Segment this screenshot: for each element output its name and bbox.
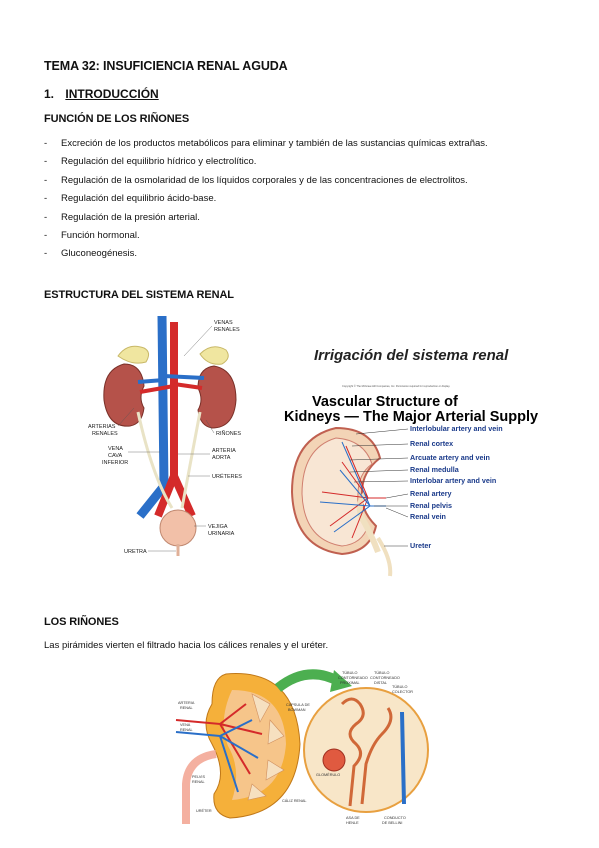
label-venas-renales: VENAS: [214, 320, 233, 326]
heading-line2: Kidneys — The Major Arterial Supply: [284, 409, 538, 425]
svg-text:CAVA: CAVA: [108, 453, 122, 459]
page-title: TEMA 32: INSUFICIENCIA RENAL AGUDA: [44, 59, 288, 73]
funcion-heading: FUNCIÓN DE LOS RIÑONES: [44, 113, 190, 125]
green-arrowhead: [330, 670, 352, 692]
svg-text:AORTA: AORTA: [212, 455, 231, 461]
renal-artery-left: [139, 384, 175, 394]
section-heading-introduccion: 1. INTRODUCCIÓN: [44, 87, 159, 101]
svg-text:CÁPSULA DE: CÁPSULA DE: [286, 703, 310, 707]
label-vejiga: VEJIGA: [208, 524, 228, 530]
nephron-circle: [303, 687, 429, 813]
label-interlobar: Interlobar artery and vein: [410, 476, 496, 485]
arterial-tree: [321, 445, 386, 539]
adrenal-gland-left: [117, 345, 150, 364]
svg-text:TÚBULO: TÚBULO: [374, 670, 389, 675]
heading-line1: Vascular Structure of: [312, 394, 458, 410]
svg-text:BOWMAN: BOWMAN: [288, 708, 306, 712]
svg-text:CÁLIZ RENAL: CÁLIZ RENAL: [282, 799, 306, 803]
venous-tree: [319, 441, 386, 533]
svg-text:RENAL: RENAL: [180, 706, 193, 710]
copyright-note: Copyright © The McGraw-Hill Companies, I…: [342, 384, 450, 388]
nephron-figure: ARTERIA RENAL VENA RENAL PELVIS RENAL UR…: [175, 669, 429, 825]
urinary-system-figure: VENAS RENALES ARTERIAS RENALES VENA CAVA…: [88, 316, 242, 556]
label-renal-medulla: Renal medulla: [410, 465, 460, 474]
svg-text:RENALES: RENALES: [92, 431, 118, 437]
section-label: INTRODUCCIÓN: [65, 87, 159, 101]
label-rinones: RIÑONES: [216, 430, 241, 437]
svg-text:CONDUCTO: CONDUCTO: [384, 816, 406, 820]
svg-text:CONTORNEADO: CONTORNEADO: [370, 676, 400, 680]
svg-text:ASA DE: ASA DE: [346, 816, 360, 820]
label-arcuate: Arcuate artery and vein: [410, 453, 490, 462]
svg-text:PROXIMAL: PROXIMAL: [340, 681, 360, 685]
svg-text:URÉTER: URÉTER: [196, 808, 212, 813]
svg-text:CONTORNEADO: CONTORNEADO: [338, 676, 368, 680]
adrenal-gland-right: [199, 346, 229, 365]
svg-text:TÚBULO: TÚBULO: [392, 684, 407, 689]
list-item: -Regulación de la osmolaridad de los líq…: [44, 174, 468, 186]
list-item: -Regulación de la presión arterial.: [44, 211, 200, 223]
label-interlobular: Interlobular artery and vein: [410, 424, 503, 433]
ureter-right: [180, 411, 202, 509]
kidney-right: [197, 365, 237, 429]
svg-text:COLECTOR: COLECTOR: [392, 690, 413, 694]
ureter-left: [136, 411, 174, 509]
label-arterias-renales: ARTERIAS: [88, 424, 116, 430]
kidney-arteries: [175, 703, 263, 775]
label-uretra: URETRA: [124, 549, 147, 555]
svg-text:VENA: VENA: [180, 723, 191, 727]
svg-text:RENALES: RENALES: [214, 327, 240, 333]
renal-pelvis: [356, 491, 381, 554]
nephron-tubules: [340, 697, 393, 807]
label-ureter: Ureter: [410, 541, 431, 550]
section-number: 1.: [44, 87, 55, 101]
green-arrow: [274, 669, 343, 693]
svg-text:RENAL: RENAL: [192, 780, 205, 784]
svg-text:INFERIOR: INFERIOR: [102, 460, 128, 466]
ureter: [376, 536, 393, 577]
label-renal-vein: Renal vein: [410, 512, 446, 521]
rinones-heading: LOS RIÑONES: [44, 616, 119, 628]
svg-text:URINARIA: URINARIA: [208, 531, 235, 537]
estructura-heading: ESTRUCTURA DEL SISTEMA RENAL: [44, 289, 234, 301]
svg-text:HENLE: HENLE: [346, 821, 359, 825]
renal-vein-left: [137, 378, 165, 384]
svg-text:DISTAL: DISTAL: [374, 681, 387, 685]
rinones-text: Las pirámides vierten el filtrado hacia …: [44, 640, 329, 651]
label-renal-artery: Renal artery: [410, 489, 452, 498]
svg-text:RENAL: RENAL: [180, 728, 193, 732]
svg-text:DE BELLINI: DE BELLINI: [382, 821, 402, 825]
label-ureteres: URÉTERES: [212, 473, 242, 480]
renal-artery-right: [173, 382, 203, 390]
label-vena-cava: VENA: [108, 446, 123, 452]
label-renal-pelvis: Renal pelvis: [410, 501, 452, 510]
svg-text:GLOMÉRULO: GLOMÉRULO: [316, 772, 340, 777]
list-item: -Excreción de los productos metabólicos …: [44, 138, 488, 149]
list-item: -Función hormonal.: [44, 229, 140, 241]
label-arteria-aorta: ARTERIA: [212, 448, 236, 454]
list-item: -Regulación del equilibrio ácido-base.: [44, 193, 217, 205]
svg-text:TÚBULO: TÚBULO: [342, 670, 357, 675]
list-item: -Regulación del equilibrio hídrico y ele…: [44, 156, 257, 168]
pelvis-ureter: [182, 750, 217, 824]
list-item: -Gluconeogénesis.: [44, 248, 138, 260]
renal-vein-right: [163, 374, 205, 380]
svg-text:PELVIS: PELVIS: [192, 775, 205, 779]
svg-text:ARTERIA: ARTERIA: [178, 701, 195, 705]
label-renal-cortex: Renal cortex: [410, 439, 453, 448]
vena-cava: [136, 316, 169, 519]
collecting-duct: [400, 711, 406, 805]
functions-list: -Excreción de los productos metabólicos …: [44, 138, 488, 267]
vascular-structure-figure: Irrigación del sistema renal Copyright ©…: [284, 347, 538, 577]
bladder: [159, 509, 197, 547]
kidney-veins: [175, 719, 259, 793]
handwritten-title: Irrigación del sistema renal: [314, 347, 509, 364]
glomerulus: [322, 748, 346, 772]
pyramids: [247, 693, 285, 801]
